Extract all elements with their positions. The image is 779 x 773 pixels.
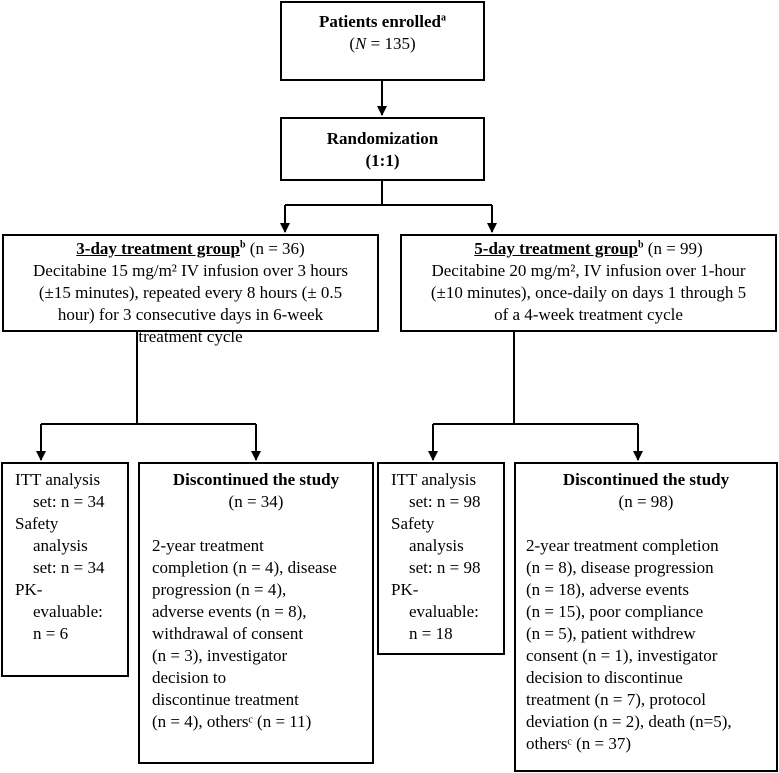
group5-line-1: Decitabine 20 mg/m², IV infusion over 1-… [431, 261, 746, 280]
itt3-line-7: evaluable: [33, 602, 103, 621]
group5-line-3: of a 4-week treatment cycle [494, 305, 683, 324]
group3-line-3: hour) for 3 consecutive days in 6-week [57, 305, 324, 324]
itt3-line-4: analysis [33, 536, 88, 555]
disc5-line-3: (n = 18), adverse events [526, 580, 690, 599]
disc5-line-9: deviation (n = 2), death (n=5), [526, 712, 732, 731]
disc3-line-8: discontinue treatment [152, 690, 299, 709]
itt5-line-8: n = 18 [409, 624, 453, 643]
disc5-line-4: (n = 15), poor compliance [526, 602, 704, 621]
enrolled-count: (N = 135) [349, 34, 416, 53]
itt3-line-3: Safety [15, 514, 59, 533]
itt3-box: ITT analysis set: n = 34 Safety analysis… [1, 462, 129, 677]
itt5-line-1: ITT analysis [391, 470, 477, 489]
itt5-box: ITT analysis set: n = 98 Safety analysis… [377, 462, 505, 655]
disc3-count: (n = 34) [228, 492, 284, 511]
randomization-box: Randomization (1:1) [280, 117, 485, 181]
itt3-line-1: ITT analysis [15, 470, 101, 489]
group3-box: 3-day treatment groupb (n = 36) Decitabi… [2, 234, 379, 346]
disc3-box: Discontinued the study (n = 34) 2-year t… [138, 462, 374, 764]
disc5-line-7: decision to discontinue [526, 668, 683, 687]
group5-box: 5-day treatment groupb (n = 99) Decitabi… [400, 234, 777, 332]
randomization-title: Randomization [326, 129, 439, 148]
disc5-title: Discontinued the study [562, 470, 730, 489]
disc5-box: Discontinued the study (n = 98) 2-year t… [514, 462, 778, 772]
disc3-title: Discontinued the study [172, 470, 340, 489]
disc3-line-3: progression (n = 4), [152, 580, 287, 599]
disc3-line-7: decision to [152, 668, 227, 687]
disc3-line-4: adverse events (n = 8), [152, 602, 307, 621]
itt3-line-5: set: n = 34 [33, 558, 105, 577]
group3-line-2: (±15 minutes), repeated every 8 hours (±… [38, 283, 343, 302]
randomization-ratio: (1:1) [365, 151, 400, 170]
itt3-line-2: set: n = 34 [33, 492, 105, 511]
enrolled-box: Patients enrolleda (N = 135) [280, 1, 485, 81]
group3-line-1: Decitabine 15 mg/m² IV infusion over 3 h… [33, 261, 348, 280]
itt5-line-6: PK- [391, 580, 419, 599]
disc5-line-5: (n = 5), patient withdrew [526, 624, 696, 643]
disc3-line-6: (n = 3), investigator [152, 646, 288, 665]
itt5-line-4: analysis [409, 536, 464, 555]
itt5-line-5: set: n = 98 [409, 558, 481, 577]
disc5-line-1: 2-year treatment completion [526, 536, 719, 555]
group3-header: 3-day treatment groupb (n = 36) [76, 239, 305, 258]
disc3-line-5: withdrawal of consent [152, 624, 304, 643]
group5-line-2: (±10 minutes), once-daily on days 1 thro… [430, 283, 747, 302]
disc5-line-10: othersᶜ (n = 37) [526, 734, 632, 753]
itt5-line-3: Safety [391, 514, 435, 533]
disc5-line-8: treatment (n = 7), protocol [526, 690, 707, 709]
itt5-line-7: evaluable: [409, 602, 479, 621]
disc3-line-1: 2-year treatment [152, 536, 264, 555]
group3-line-4: treatment cycle [138, 327, 243, 346]
disc5-line-6: consent (n = 1), investigator [526, 646, 718, 665]
itt3-line-6: PK- [15, 580, 43, 599]
disc5-line-2: (n = 8), disease progression [526, 558, 714, 577]
disc3-line-9: (n = 4), othersᶜ (n = 11) [152, 712, 312, 731]
disc5-count: (n = 98) [618, 492, 674, 511]
itt3-line-8: n = 6 [33, 624, 69, 643]
enrolled-title: Patients enrolleda [319, 12, 446, 31]
group5-header: 5-day treatment groupb (n = 99) [474, 239, 703, 258]
disc3-line-2: completion (n = 4), disease [152, 558, 337, 577]
itt5-line-2: set: n = 98 [409, 492, 481, 511]
